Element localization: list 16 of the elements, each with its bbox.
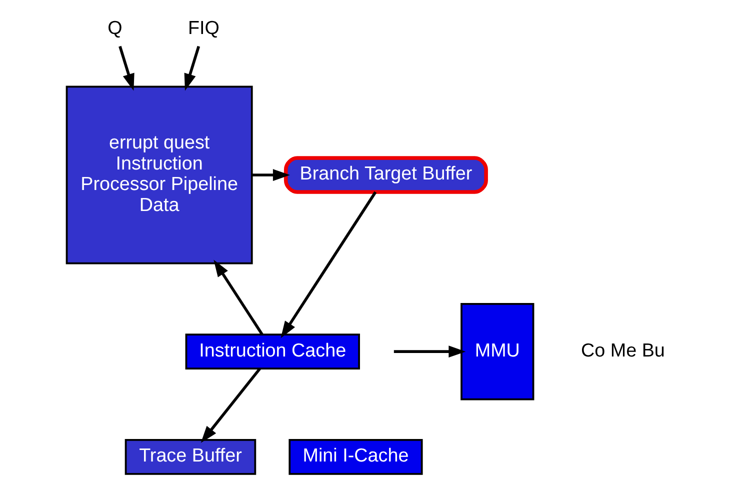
arrow <box>200 368 260 443</box>
arrow <box>184 46 200 91</box>
node-text: Q <box>107 18 122 39</box>
node-box: Branch Target Buffer <box>283 156 488 194</box>
node-text: FIQ <box>187 18 219 39</box>
node-box: Instruction Cache <box>184 334 360 370</box>
node-box: errupt quest Instruction Processor Pipeline Data <box>65 86 252 264</box>
arrow <box>280 191 376 338</box>
node-box: Mini I-Cache <box>288 438 422 475</box>
node-box: MMU <box>460 302 534 400</box>
arrow <box>393 346 466 358</box>
arrow <box>252 169 290 181</box>
arrow <box>213 260 263 336</box>
arrow <box>118 46 134 91</box>
label: Co Me Bu <box>580 340 664 362</box>
node-box: Trace Buffer <box>124 438 256 475</box>
